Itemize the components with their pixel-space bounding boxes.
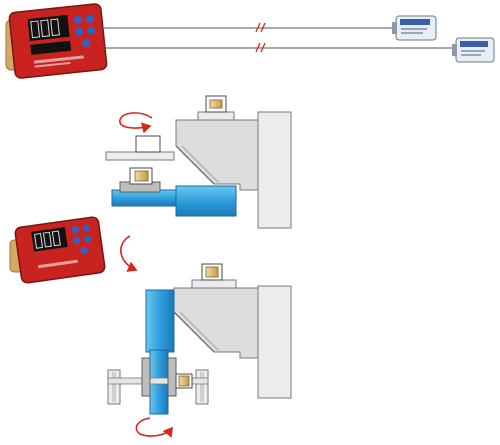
sensor-bracket-bottom (107, 357, 209, 405)
device-button (82, 39, 91, 48)
shaft-right (175, 185, 237, 217)
sensor-unit-2 (452, 37, 495, 63)
machine-setup-vertical (107, 263, 292, 438)
device-button (87, 26, 96, 35)
display-unit-top (5, 3, 108, 79)
sensor-bracket-left (105, 135, 175, 193)
cable-break-icon (255, 22, 266, 33)
sensor-bracket-top (197, 95, 235, 121)
sensor-unit-1 (392, 15, 437, 41)
device-button (85, 14, 94, 23)
sensor-cables (104, 22, 458, 53)
device-button (75, 27, 84, 36)
machine-setup-horizontal (105, 95, 292, 229)
cable-break-icon (255, 42, 266, 53)
shaft-upper (145, 289, 175, 353)
display-unit-small (9, 216, 106, 284)
sensor-bracket-top-2 (191, 263, 237, 289)
device-button (73, 15, 82, 24)
rotate-down-arrow-icon (120, 235, 138, 272)
rotate-clockwise-arrow-icon (135, 417, 173, 438)
rotate-clockwise-arrow-icon (119, 112, 153, 134)
